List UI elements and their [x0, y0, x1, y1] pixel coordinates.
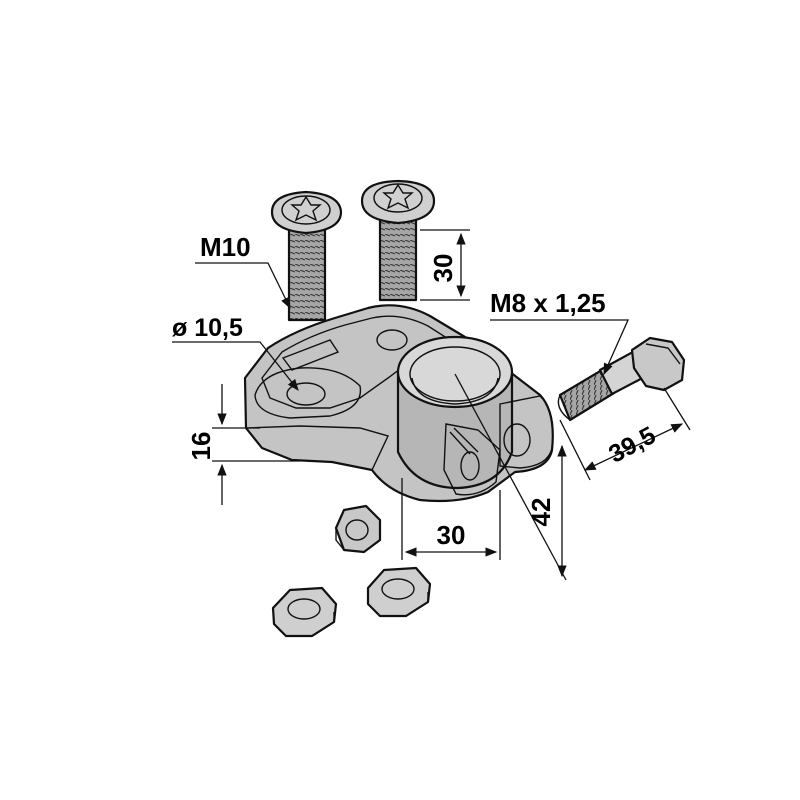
nut-small	[334, 504, 382, 554]
leader-m8	[490, 319, 630, 376]
label-height-42: 42	[526, 498, 556, 527]
leader-hole-diameter	[172, 341, 299, 391]
hole-middle	[376, 329, 408, 351]
clamp-body	[243, 304, 554, 503]
torx-icon	[382, 183, 414, 210]
leader-m10	[195, 262, 291, 310]
dim-bolt-length-30	[420, 229, 470, 301]
dim-height-42	[454, 373, 567, 581]
hex-bolt	[557, 336, 686, 422]
torx-bolt-left	[270, 190, 343, 322]
label-bolt-length-30: 30	[428, 254, 458, 283]
bolt-left-thread	[287, 228, 327, 322]
label-height-16: 16	[186, 432, 216, 461]
clamp-ring-top	[396, 335, 514, 409]
nut-left	[271, 586, 338, 638]
ear-hole	[503, 423, 531, 457]
clamp-bore	[409, 346, 501, 402]
label-m10: M10	[200, 232, 251, 262]
dim-height-16	[212, 384, 300, 505]
clamp-hole	[460, 451, 480, 481]
torx-bolt-right	[360, 179, 436, 302]
label-width-30: 30	[437, 520, 466, 550]
label-hole-diameter: ø 10,5	[172, 314, 243, 342]
torx-icon	[290, 195, 322, 222]
dim-bolt-length-39-5	[559, 387, 691, 481]
label-bolt-length-39-5: 39,5	[604, 421, 660, 469]
bolt-right-head	[360, 179, 436, 225]
nut-right	[366, 566, 432, 618]
label-m8: M8 x 1,25	[490, 288, 606, 318]
bolt-right-thread	[378, 208, 418, 302]
bolt-left-head	[270, 190, 343, 235]
dim-width-30	[401, 478, 501, 560]
hole-left	[286, 382, 326, 406]
